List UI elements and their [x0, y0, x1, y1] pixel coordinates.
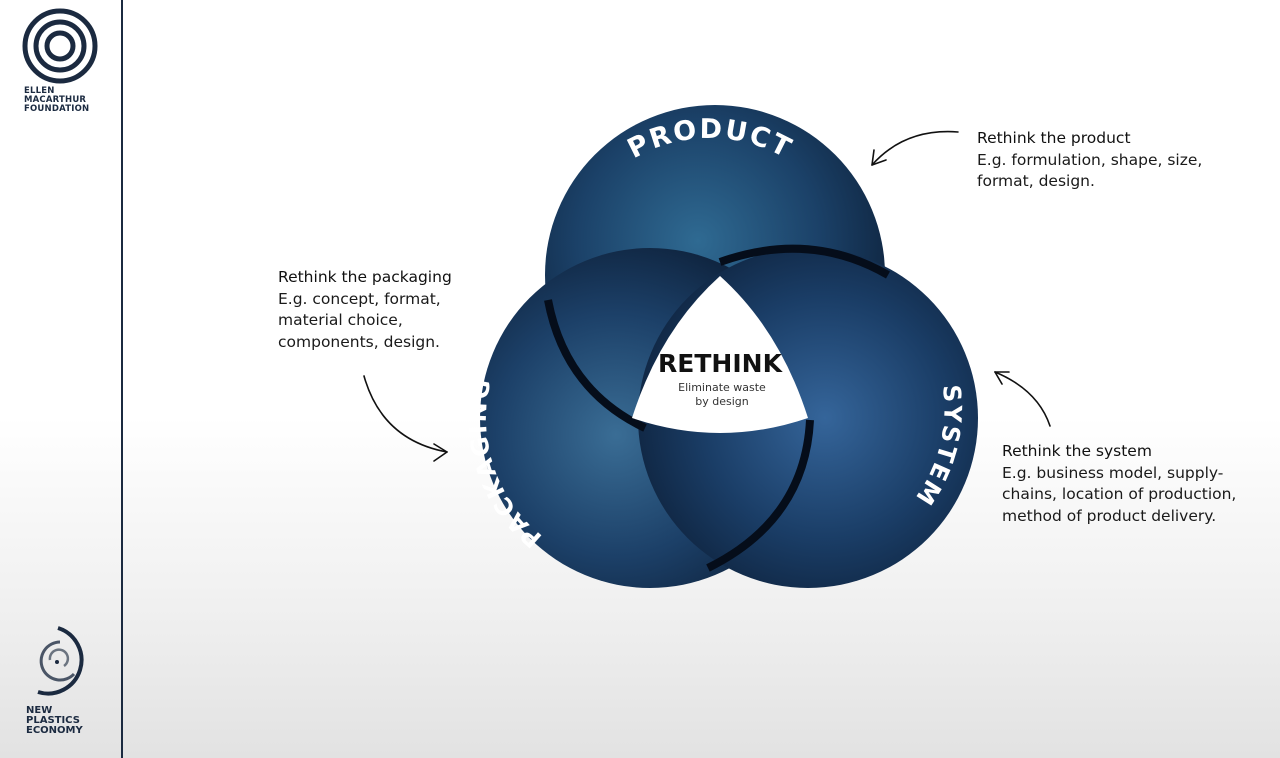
arrow-head-icon [871, 149, 887, 166]
arrow-head-icon [433, 443, 448, 462]
annotation-line: E.g. formulation, shape, size, [977, 150, 1203, 169]
annotation-line: method of product delivery. [1002, 506, 1217, 525]
logo-line: MACARTHUR [24, 95, 87, 105]
annotation-product: Rethink the product E.g. formulation, sh… [977, 128, 1202, 193]
center-area [632, 276, 808, 433]
center-subtitle-line: by design [695, 395, 749, 408]
annotation-heading: Rethink the packaging [278, 268, 452, 286]
annotation-system: Rethink the system E.g. business model, … [1002, 441, 1236, 527]
sidebar: ELLEN MACARTHUR FOUNDATION NEW PLASTICS … [0, 0, 123, 758]
logo-line: PLASTICS [26, 715, 80, 726]
swirl-icon [37, 626, 84, 696]
annotation-heading: Rethink the product [977, 129, 1131, 147]
arrow-packaging [363, 375, 448, 453]
annotation-heading: Rethink the system [1002, 442, 1152, 460]
annotation-packaging: Rethink the packaging E.g. concept, form… [278, 267, 452, 353]
seam-line [544, 299, 647, 432]
annotation-line: material choice, [278, 311, 403, 329]
new-plastics-economy-logo: NEW PLASTICS ECONOMY [20, 622, 110, 736]
arrow-system [994, 371, 1051, 427]
annotation-line: format, design. [977, 172, 1095, 190]
arrow-head-icon [994, 371, 1010, 385]
center-subtitle-line: Eliminate waste [678, 381, 766, 394]
logo-line: NEW [26, 705, 53, 716]
concentric-circles-icon [22, 8, 98, 84]
seam-line [706, 419, 814, 572]
center-title: RETHINK [658, 349, 784, 378]
arrow-product [871, 130, 959, 166]
logo-line: FOUNDATION [24, 104, 90, 114]
ellen-macarthur-logo: ELLEN MACARTHUR FOUNDATION [20, 8, 100, 114]
annotation-line: E.g. concept, format, [278, 289, 441, 308]
logo-line: ELLEN [24, 86, 55, 96]
annotation-line: chains, location of production, [1002, 485, 1237, 503]
annotation-line: components, design. [278, 332, 440, 351]
seam-line [718, 244, 890, 279]
logo-line: ECONOMY [26, 725, 83, 736]
annotation-line: E.g. business model, supply- [1002, 463, 1224, 482]
